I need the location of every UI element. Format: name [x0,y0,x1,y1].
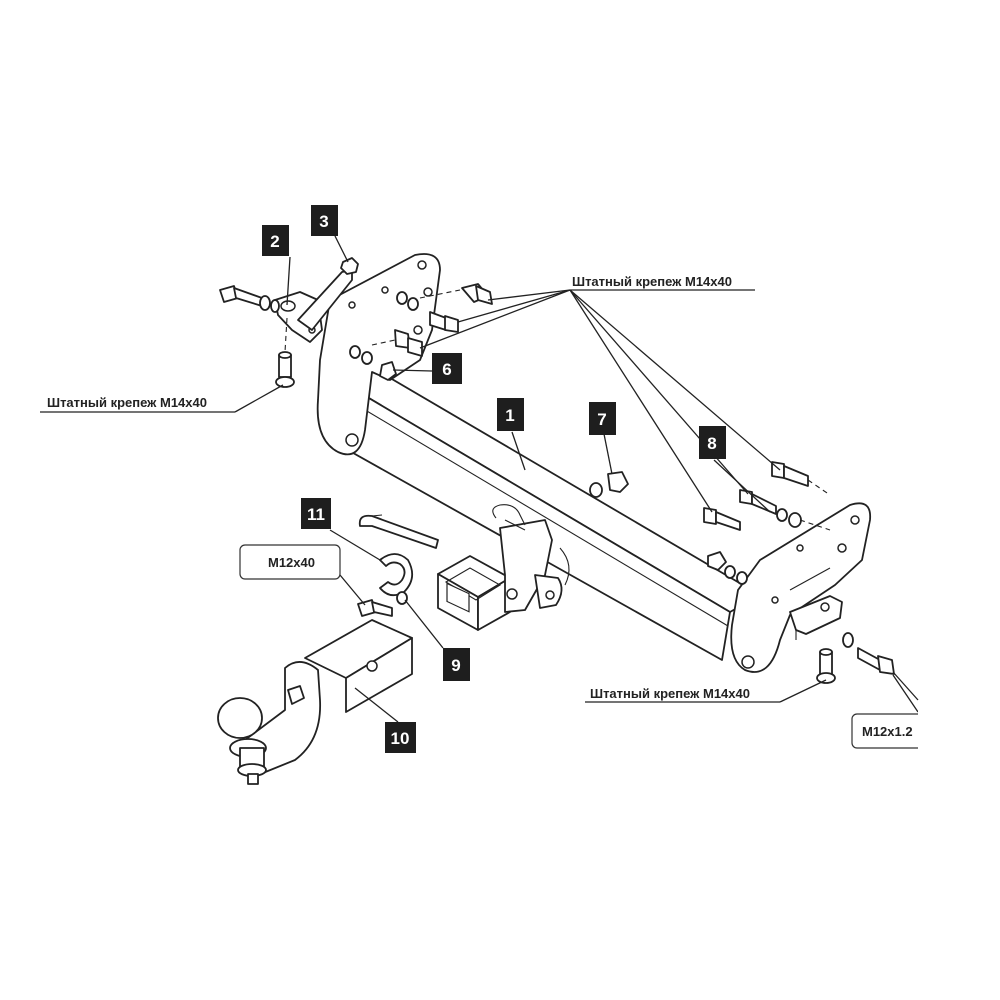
nut-3 [340,257,359,275]
badge-part-11: 11 [301,498,331,529]
badge-part-7: 7 [589,402,616,435]
badge-part-1: 1 [497,398,524,431]
badge-part-10: 10 [385,722,416,753]
nut-7 [589,471,629,498]
long-strap-plate [297,269,353,331]
badge-part-9: 9 [443,648,470,681]
badge-part-6: 6 [432,353,462,384]
svg-text:2: 2 [270,232,279,251]
right-bracket-fasteners [703,461,809,585]
receiver-tube [437,519,553,631]
badge-part-8: 8 [699,426,726,459]
callout-stock-fastener-top: Штатный крепеж М14х40 [572,274,732,289]
svg-text:10: 10 [391,729,410,748]
vertical-bolt-left [275,351,295,388]
bolt-m12-right [842,632,895,675]
leader-lines [40,235,919,723]
hitch-pin-11 [358,514,439,549]
tow-ball [217,697,267,785]
chain-lug [534,547,570,609]
label-m12x40: M12x40 [268,555,315,570]
badge-part-3: 3 [311,205,338,236]
receiver-pin-clip [492,504,526,531]
svg-text:8: 8 [707,434,716,453]
right-lower-tab [789,595,843,640]
badge-part-2: 2 [262,225,289,256]
svg-text:11: 11 [307,505,325,524]
svg-text:1: 1 [505,406,514,425]
vertical-bolt-right [816,648,836,684]
left-bolt [219,285,280,313]
svg-text:7: 7 [597,410,606,429]
callout-stock-fastener-left: Штатный крепеж М14х40 [47,395,207,410]
svg-text:3: 3 [319,212,328,231]
right-mounting-bracket [730,502,872,673]
spring-clip-9 [379,553,414,605]
crossbar-beam [329,364,761,661]
left-bracket-fasteners [349,283,493,381]
label-m12x1-25: M12x1.2 [862,724,913,739]
svg-text:6: 6 [442,360,451,379]
bolt-m12x40 [357,599,393,617]
callout-stock-fastener-bottom: Штатный крепеж М14х40 [590,686,750,701]
label-box-m12x40: M12x40 [239,544,341,580]
svg-text:9: 9 [451,656,460,675]
label-box-m12x1-25: M12x1.2 [851,713,933,749]
